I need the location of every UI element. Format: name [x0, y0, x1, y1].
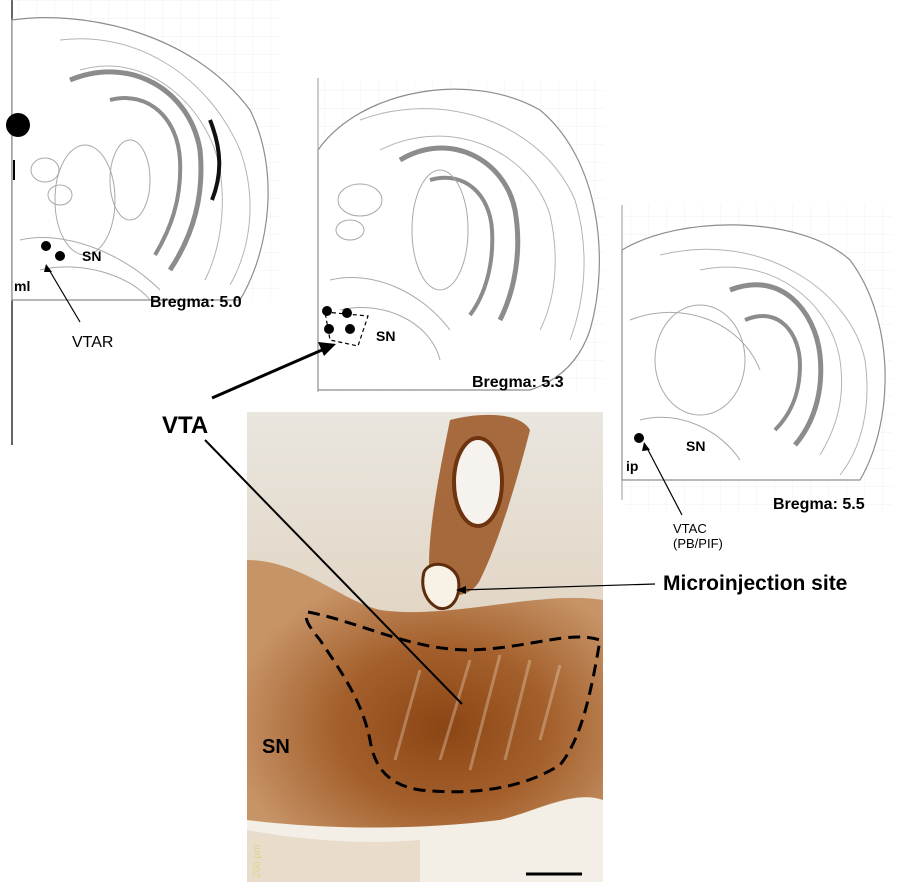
panel-3-injection-dot	[634, 433, 644, 443]
blood-vessel	[454, 438, 502, 526]
panel-3-ip-label: ip	[626, 458, 638, 474]
vtac-label: VTAC (PB/PIF)	[673, 521, 723, 551]
photo-sn-label: SN	[262, 736, 290, 759]
microinjection-cavity	[423, 564, 459, 608]
panel-2-injection-dot	[345, 324, 355, 334]
panel-2-sn-label: SN	[376, 328, 395, 344]
atlas-panel-1	[6, 0, 282, 445]
panel-3-sn-label: SN	[686, 438, 705, 454]
panel-1-bregma-label: Bregma: 5.0	[150, 294, 242, 312]
panel-2-injection-dot	[322, 306, 332, 316]
panel-2-injection-dot	[342, 308, 352, 318]
panel-2-injection-dot	[324, 324, 334, 334]
panel-1-injection-dot	[55, 251, 65, 261]
scale-text: 200 µm	[252, 844, 263, 878]
panel-1-injection-dot	[41, 241, 51, 251]
vtac-label-line2: (PB/PIF)	[673, 536, 723, 551]
vta-label: VTA	[162, 412, 208, 440]
vtac-label-line1: VTAC	[673, 521, 723, 536]
vta-arrow-line	[212, 350, 322, 398]
atlas-panel-2	[318, 78, 604, 393]
histology-photo	[247, 412, 603, 882]
atlas-panel-3	[622, 205, 892, 515]
panel-1-ml-label: ml	[14, 278, 30, 294]
microinjection-site-label: Microinjection site	[663, 572, 847, 596]
panel-1-big-dot	[6, 113, 30, 137]
panel-2-bregma-label: Bregma: 5.3	[472, 374, 564, 392]
panel-1-sn-label: SN	[82, 248, 101, 264]
panel-3-bregma-label: Bregma: 5.5	[773, 496, 865, 514]
vtar-label: VTAR	[72, 334, 113, 352]
